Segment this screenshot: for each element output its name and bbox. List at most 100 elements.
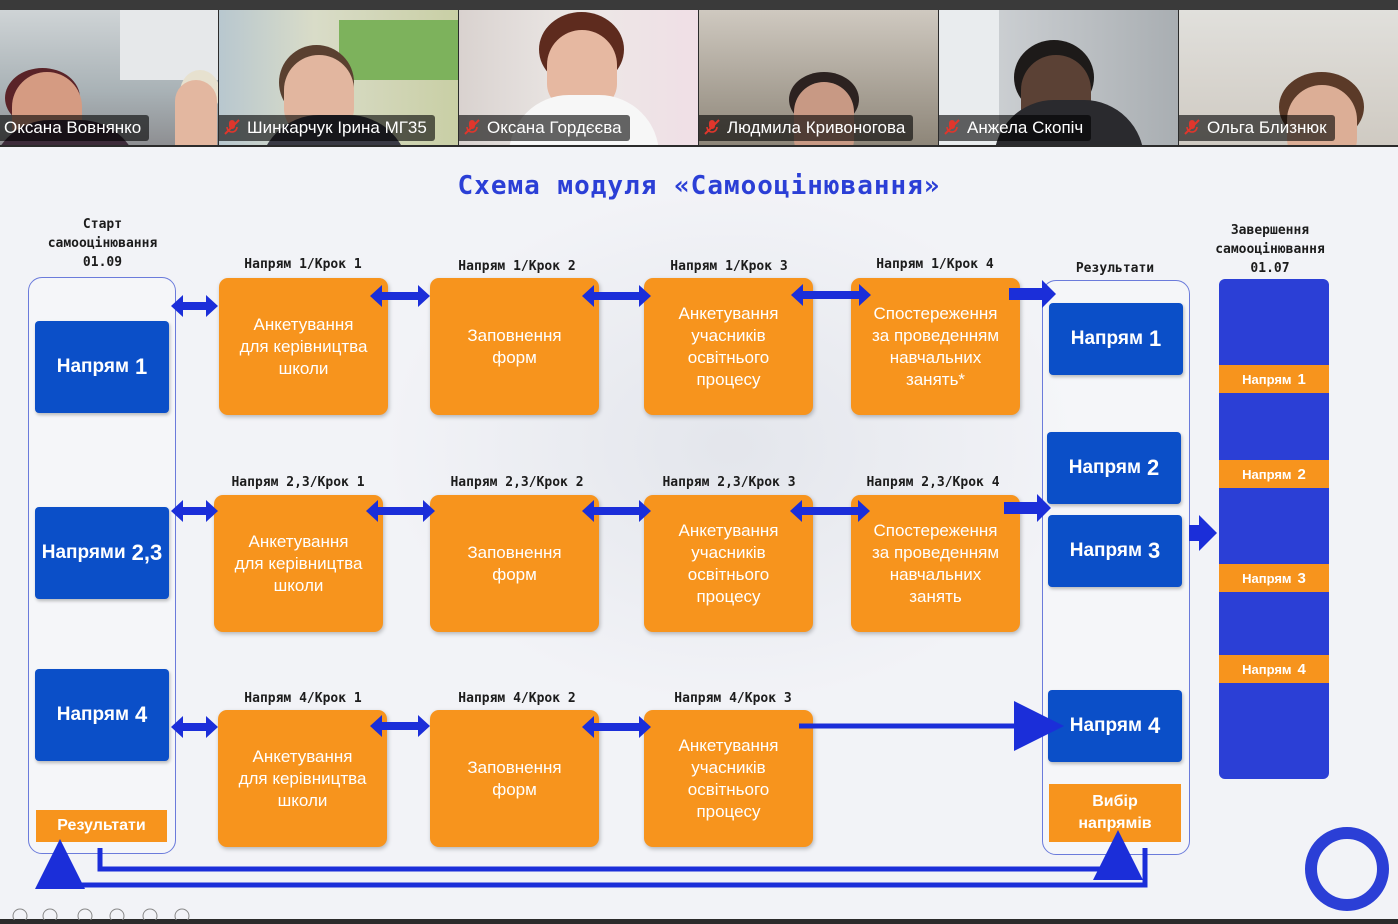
end-label-line: самооцінювання: [1215, 242, 1325, 257]
double-arrow: [790, 500, 870, 522]
box-line: за проведенням: [871, 542, 1000, 562]
muted-mic-icon: [464, 119, 480, 135]
box-line: занять*: [905, 369, 966, 389]
zoom-icon: [142, 908, 158, 924]
box-line: за проведенням: [871, 325, 1000, 345]
return-loop-outer: [35, 839, 1148, 889]
step-label: Напрям 2,3/Крок 4: [866, 475, 1000, 490]
participant-name-tag: Оксана Гордєєва: [459, 115, 630, 141]
participant-tile[interactable]: Ольга Близнюк: [1179, 10, 1398, 145]
box-line: освітнього: [687, 564, 770, 584]
double-arrow: [370, 715, 430, 737]
slide-title: Схема модуля «Самооцінювання»: [457, 171, 941, 201]
start-results-button[interactable]: Результати: [36, 810, 167, 842]
start-label-line: 01.09: [82, 255, 123, 270]
result-direction-2[interactable]: Напрям 2: [1047, 432, 1181, 504]
participant-name: Шинкарчук Ірина МГ35: [247, 118, 427, 137]
prev-slide-icon: [12, 908, 28, 924]
double-arrow: [370, 285, 430, 307]
participant-name: Анжела Скопіч: [967, 118, 1084, 137]
double-arrow: [791, 284, 871, 306]
step-label: Напрям 2,3/Крок 3: [662, 475, 796, 490]
participant-name-tag: Оксана Вовнянко: [0, 115, 150, 141]
double-arrow: [366, 500, 435, 522]
direction-number: 1: [1297, 370, 1306, 388]
participant-tile[interactable]: Оксана Гордєєва: [459, 10, 698, 145]
end-label: Завершення самооцінювання 01.07: [1190, 221, 1350, 278]
end-column: [1219, 279, 1329, 779]
direction-number: 2: [1297, 465, 1306, 483]
direction-word: Напрям: [1068, 457, 1141, 478]
window-top-bar: [0, 0, 1398, 10]
box-line: занять: [909, 586, 962, 606]
button-line: Вибір: [1092, 793, 1138, 810]
double-arrow: [171, 295, 218, 317]
box-line: школи: [277, 790, 328, 810]
double-arrow: [582, 285, 651, 307]
direction-word: Напрям: [1069, 715, 1142, 736]
end-label-line: 01.07: [1250, 261, 1290, 276]
single-arrow: [1189, 515, 1217, 551]
box-line: Спостереження: [873, 303, 998, 323]
muted-mic-icon: [704, 119, 720, 135]
start-label-line: Старт: [82, 217, 123, 232]
end-direction-tag[interactable]: Напрям 1: [1219, 365, 1329, 393]
direction-word: Напрям: [1242, 371, 1292, 387]
box-line: учасників: [691, 757, 766, 777]
results-header: Результати: [1075, 261, 1155, 276]
participant-name: Людмила Кривоногова: [727, 118, 906, 137]
step-label: Напрям 4/Крок 3: [674, 691, 792, 706]
direction-number: 1: [135, 354, 148, 379]
more-icon: [174, 908, 190, 924]
direction-word: Напрям: [1242, 570, 1292, 586]
box-line: процесу: [696, 801, 761, 821]
box-line: Заповнення: [467, 542, 562, 562]
box-line: форм: [492, 779, 537, 799]
participant-name: Оксана Вовнянко: [4, 118, 142, 137]
muted-mic-icon: [944, 119, 960, 135]
box-line: Анкетування: [248, 531, 349, 551]
participant-tile[interactable]: Анжела Скопіч: [939, 10, 1178, 145]
direction-number: 2: [1147, 455, 1160, 480]
grid-icon: [109, 908, 125, 924]
participant-tile[interactable]: Шинкарчук Ірина МГ35: [219, 10, 458, 145]
direction-word: Напрям: [1242, 466, 1292, 482]
box-line: Анкетування: [678, 735, 779, 755]
slide-controls: [0, 905, 200, 924]
double-arrow: [171, 500, 218, 522]
end-direction-tag[interactable]: Напрям 2: [1219, 460, 1329, 488]
participant-tile[interactable]: Оксана Вовнянко: [0, 10, 218, 145]
box-line: форм: [492, 564, 537, 584]
box-line: школи: [278, 358, 329, 378]
double-arrows: [171, 280, 1217, 738]
direction-number: 4: [135, 702, 148, 727]
double-arrow: [582, 500, 651, 522]
participant-name-tag: Шинкарчук Ірина МГ35: [219, 115, 435, 141]
step-label: Напрям 1/Крок 4: [876, 257, 994, 272]
participant-tile[interactable]: Людмила Кривоногова: [699, 10, 938, 145]
participant-name: Оксана Гордєєва: [487, 118, 622, 137]
box-line: Заповнення: [467, 325, 562, 345]
box-line: для керівництва: [234, 553, 363, 573]
step-label: Напрям 2,3/Крок 1: [231, 475, 365, 490]
presentation-logo-ring: [1305, 827, 1389, 911]
